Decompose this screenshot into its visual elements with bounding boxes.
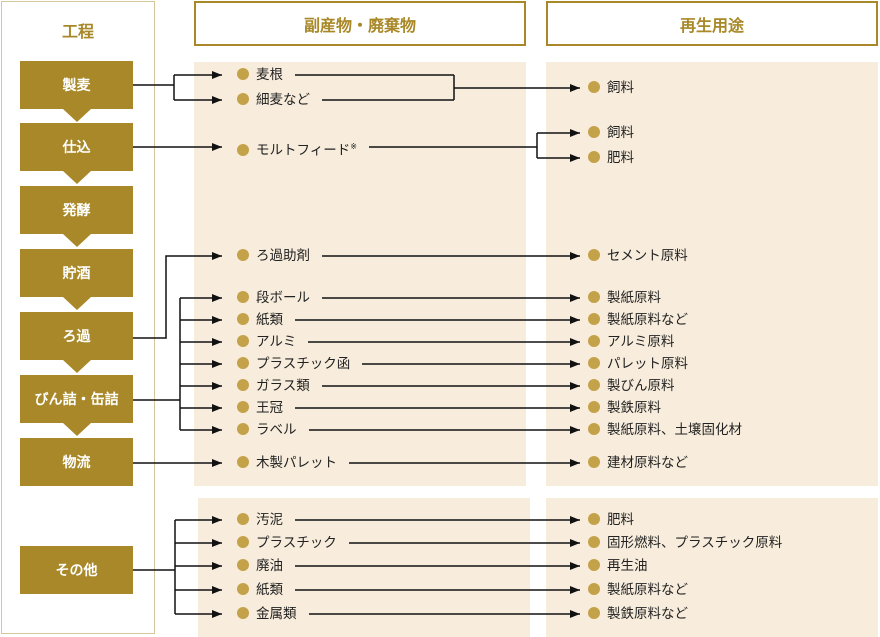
byproduct-item: 段ボール: [237, 288, 310, 308]
reuse-item: 肥料: [588, 510, 634, 530]
reuse-item: 建材原料など: [588, 453, 688, 473]
reuse-item: 製鉄原料: [588, 398, 661, 418]
bullet-icon: [588, 559, 600, 571]
bullet-icon: [588, 81, 600, 93]
byproduct-item: 紙類: [237, 580, 283, 600]
reuse-item: 製紙原料、土壌固化材: [588, 420, 742, 440]
bullet-icon: [588, 513, 600, 525]
byproduct-item: プラスチック: [237, 533, 337, 553]
bullet-icon: [588, 126, 600, 138]
reuse-item: 製鉄原料など: [588, 604, 688, 624]
bullet-icon: [588, 335, 600, 347]
reuse-item: パレット原料: [588, 354, 688, 374]
byproduct-item: 金属類: [237, 604, 297, 624]
bullet-icon: [237, 249, 249, 261]
bullet-icon: [237, 379, 249, 391]
bullet-icon: [237, 456, 249, 468]
process-step: 貯酒: [20, 249, 133, 297]
bullet-icon: [588, 583, 600, 595]
down-arrow-icon: [63, 109, 91, 122]
bullet-icon: [588, 379, 600, 391]
down-arrow-icon: [63, 423, 91, 436]
bullet-icon: [588, 536, 600, 548]
bullet-icon: [237, 357, 249, 369]
bullet-icon: [237, 513, 249, 525]
byproduct-item: ガラス類: [237, 376, 310, 396]
bullet-icon: [588, 607, 600, 619]
down-arrow-icon: [63, 360, 91, 373]
byproduct-item: アルミ: [237, 332, 296, 352]
reuse-item: 製紙原料: [588, 288, 661, 308]
process-column-title: 工程: [61, 22, 94, 41]
reuse-item: 肥料: [588, 148, 634, 168]
reuse-item: 再生油: [588, 556, 648, 576]
byproducts-header: 副産物・廃棄物: [194, 1, 526, 46]
bullet-icon: [588, 249, 600, 261]
reuse-item: アルミ原料: [588, 332, 674, 352]
process-step: 仕込: [20, 123, 133, 171]
reuse-item: 製紙原料など: [588, 310, 688, 330]
byproduct-item: 紙類: [237, 310, 283, 330]
byproduct-item: ろ過助剤: [237, 246, 310, 266]
bullet-icon: [237, 423, 249, 435]
bullet-icon: [237, 291, 249, 303]
bullet-icon: [588, 456, 600, 468]
byproduct-item: 汚泥: [237, 510, 283, 530]
bullet-icon: [588, 313, 600, 325]
down-arrow-icon: [63, 297, 91, 310]
reuse-item: セメント原料: [588, 246, 688, 266]
reuse-item: 製紙原料など: [588, 580, 688, 600]
byproducts-panel: [194, 62, 526, 486]
bullet-icon: [237, 68, 249, 80]
byproduct-item: モルトフィード※: [237, 137, 357, 159]
reuse-item: 製びん原料: [588, 376, 675, 396]
process-column: [1, 1, 155, 634]
bullet-icon: [237, 93, 249, 105]
bullet-icon: [237, 335, 249, 347]
byproduct-item: 細麦など: [237, 90, 310, 110]
bullet-icon: [237, 583, 249, 595]
byproduct-item: ラベル: [237, 420, 297, 440]
bullet-icon: [237, 607, 249, 619]
other-reuse-panel: [546, 498, 878, 637]
down-arrow-icon: [63, 171, 91, 184]
byproduct-item: プラスチック函: [237, 354, 350, 374]
bullet-icon: [237, 536, 249, 548]
process-step: 物流: [20, 438, 133, 486]
bullet-icon: [588, 151, 600, 163]
bullet-icon: [237, 143, 249, 156]
byproduct-item: 木製パレット: [237, 453, 337, 473]
bullet-icon: [588, 401, 600, 413]
process-step: その他: [20, 546, 133, 594]
down-arrow-icon: [63, 234, 91, 247]
reuse-header: 再生用途: [546, 1, 878, 46]
bullet-icon: [237, 401, 249, 413]
reuse-item: 飼料: [588, 123, 634, 143]
byproduct-item: 王冠: [237, 398, 283, 418]
bullet-icon: [588, 291, 600, 303]
reuse-panel: [546, 62, 878, 486]
byproduct-item: 麦根: [237, 65, 283, 85]
process-step: ろ過: [20, 312, 133, 360]
bullet-icon: [588, 357, 600, 369]
bullet-icon: [237, 313, 249, 325]
reuse-item: 飼料: [588, 78, 634, 98]
process-step: 発酵: [20, 186, 133, 234]
process-step: 製麦: [20, 61, 133, 109]
bullet-icon: [588, 423, 600, 435]
reuse-item: 固形燃料、プラスチック原料: [588, 533, 782, 553]
process-step: びん詰・缶詰: [20, 375, 133, 423]
byproduct-item: 廃油: [237, 556, 283, 576]
bullet-icon: [237, 559, 249, 571]
